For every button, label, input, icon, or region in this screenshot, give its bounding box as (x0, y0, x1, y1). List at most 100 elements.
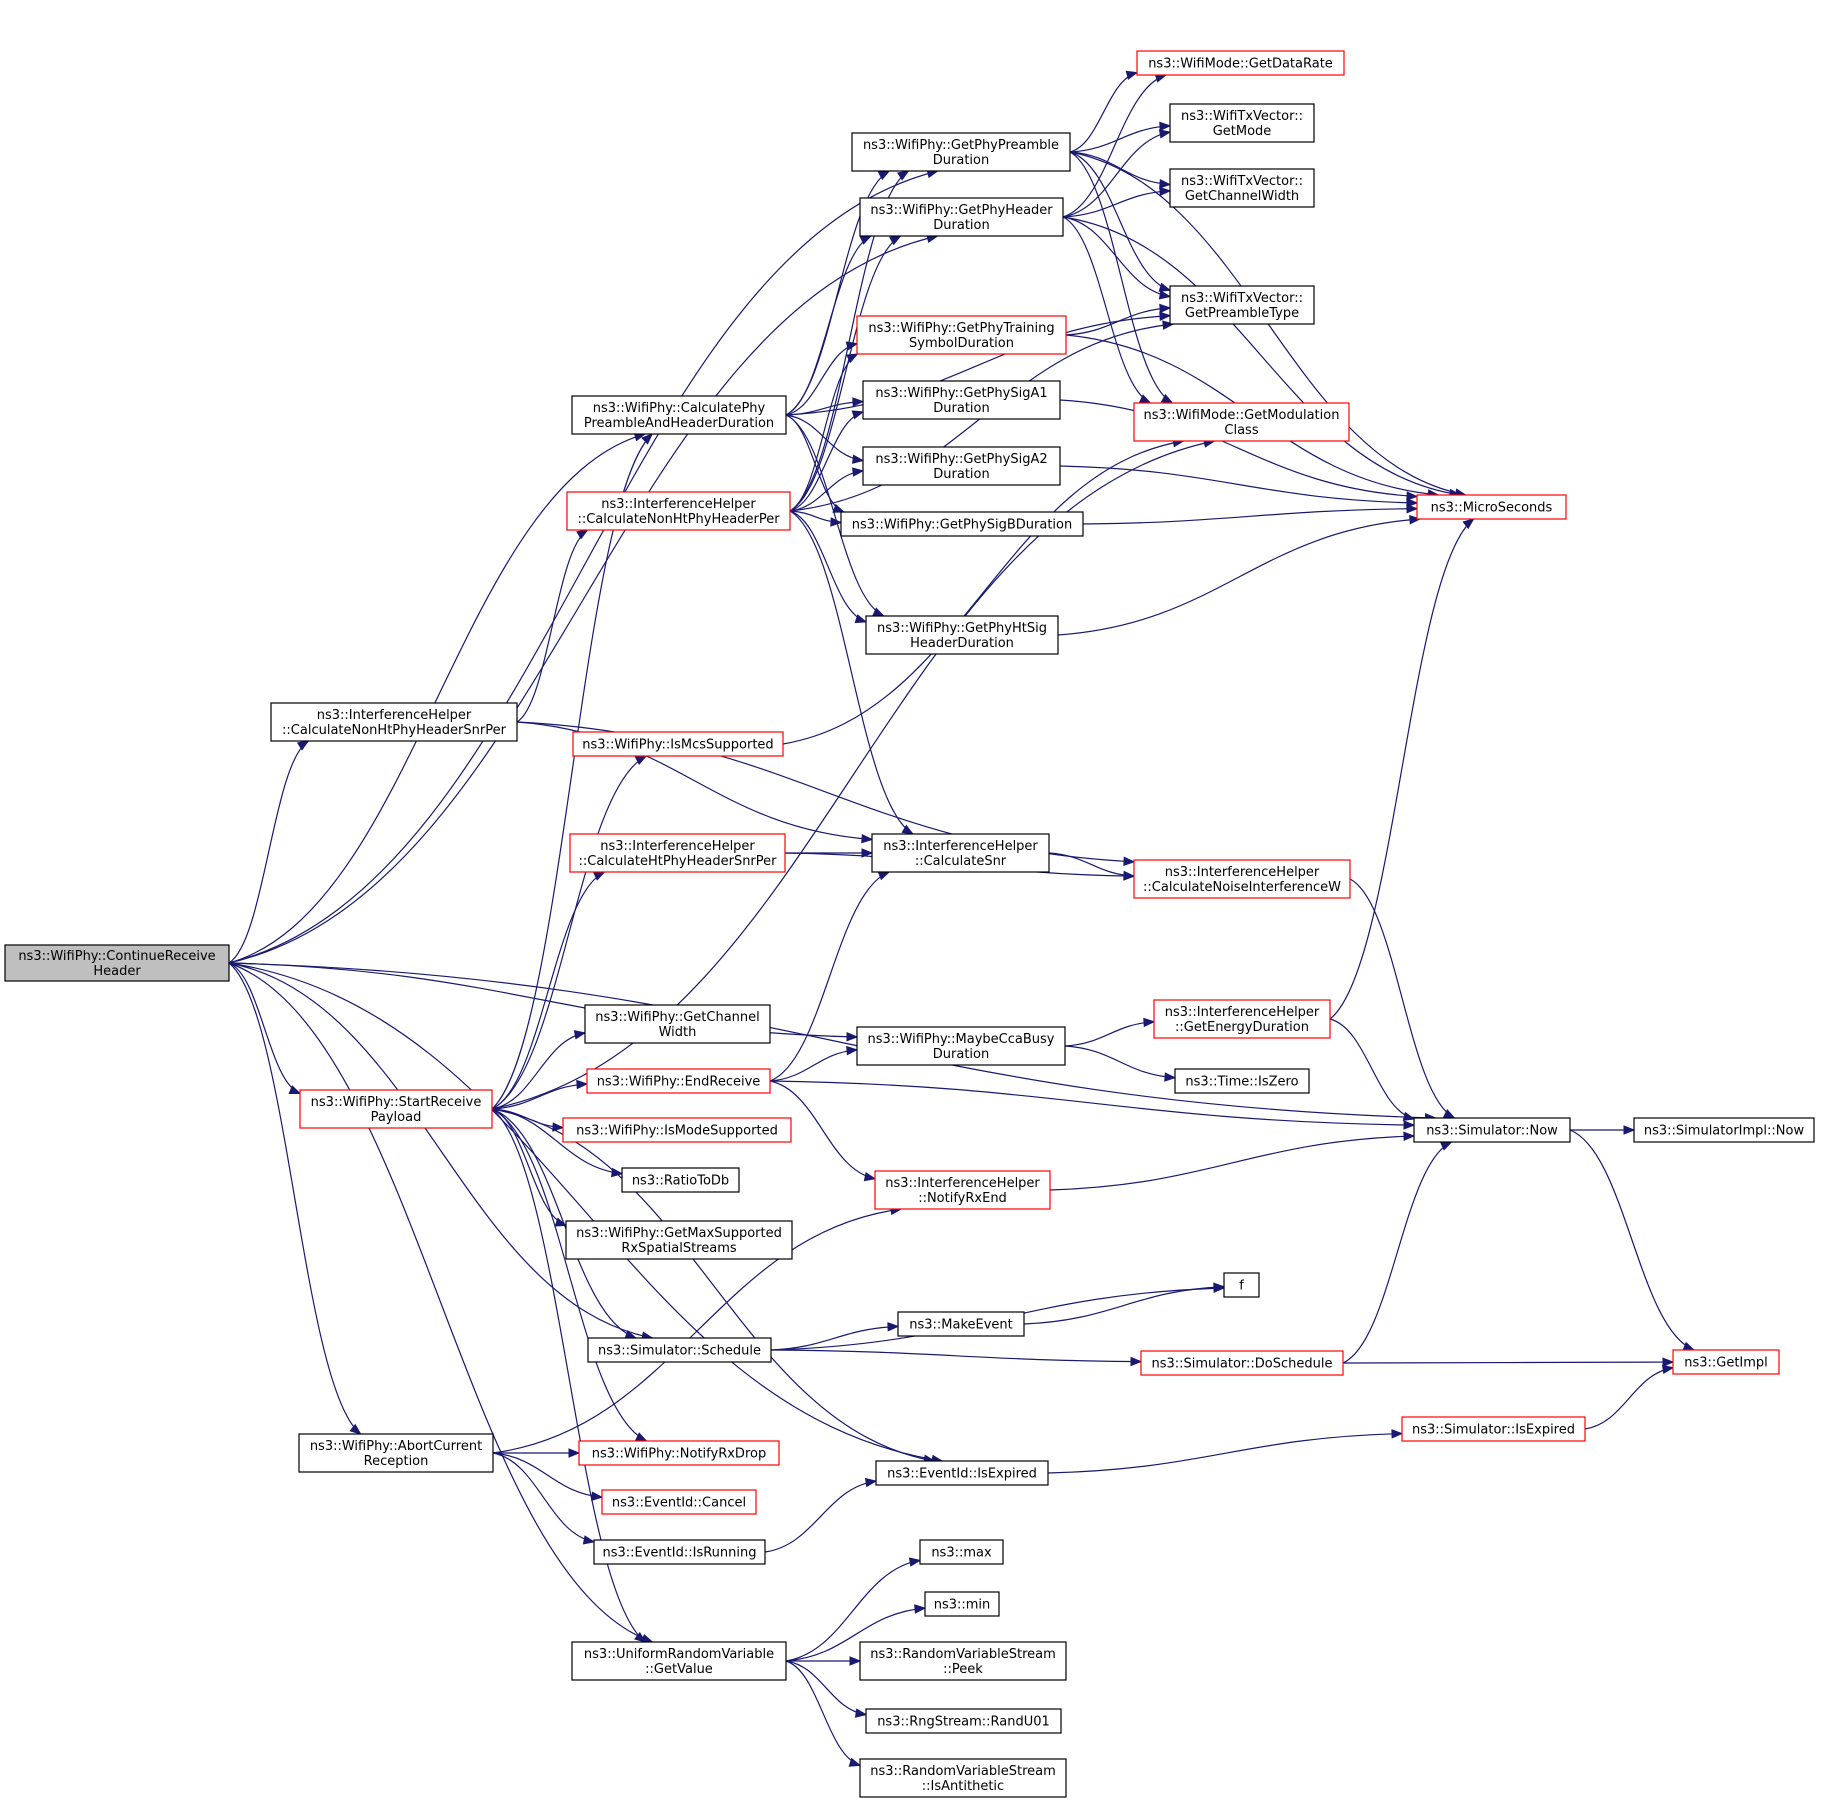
node-getcw[interactable]: ns3::WifiTxVector::GetChannelWidth (1169, 168, 1315, 208)
arrowhead (887, 1322, 900, 1332)
edge-gpreamble-to-getmode (1069, 125, 1171, 153)
arrowhead (914, 1604, 927, 1614)
node-evcancel[interactable]: ns3::EventId::Cancel (601, 1489, 757, 1515)
node-doschedule[interactable]: ns3::Simulator::DoSchedule (1140, 1350, 1344, 1376)
arrowhead (1402, 1111, 1416, 1121)
arrowhead (852, 397, 865, 407)
node-label: ns3::InterferenceHelper (885, 1176, 1040, 1191)
node-randu01[interactable]: ns3::RngStream::RandU01 (865, 1708, 1062, 1734)
node-evisexpired[interactable]: ns3::EventId::IsExpired (875, 1460, 1049, 1486)
node-box (566, 491, 791, 531)
node-cniw[interactable]: ns3::InterferenceHelper::CalculateNoiseI… (1133, 859, 1351, 899)
edges-layer (228, 70, 1696, 1767)
edge-endrx-to-csnr (769, 871, 890, 1082)
node-label: ns3::WifiTxVector:: (1181, 109, 1303, 124)
node-label: ns3::SimulatorImpl::Now (1644, 1124, 1805, 1139)
node-label: ns3::GetImpl (1684, 1356, 1768, 1371)
node-getmode[interactable]: ns3::WifiTxVector::GetMode (1169, 103, 1315, 143)
node-label: Class (1224, 423, 1258, 438)
node-notifyrxdrop[interactable]: ns3::WifiPhy::NotifyRxDrop (578, 1440, 780, 1466)
node-urvget[interactable]: ns3::UniformRandomVariable::GetValue (571, 1641, 787, 1681)
edge-cnhper-to-gheader (789, 235, 901, 512)
node-max[interactable]: ns3::max (919, 1539, 1004, 1565)
node-label: ns3::EventId::IsRunning (602, 1546, 756, 1561)
node-label: ns3::WifiPhy::IsModeSupported (576, 1124, 778, 1139)
node-ratiotodb[interactable]: ns3::RatioToDb (621, 1167, 740, 1193)
node-label: ::IsAntithetic (922, 1779, 1004, 1794)
node-box (571, 395, 787, 435)
node-ismodesup[interactable]: ns3::WifiPhy::IsModeSupported (562, 1117, 792, 1143)
node-makeevent[interactable]: ns3::MakeEvent (897, 1311, 1025, 1337)
node-cnhper[interactable]: ns3::InterferenceHelper::CalculateNonHtP… (566, 491, 791, 531)
arrowhead (1661, 1364, 1675, 1375)
node-getpt[interactable]: ns3::WifiTxVector::GetPreambleType (1169, 285, 1315, 325)
node-csnr[interactable]: ns3::InterferenceHelper::CalculateSnr (871, 833, 1050, 873)
node-cpah[interactable]: ns3::WifiPhy::CalculatePhyPreambleAndHea… (571, 395, 787, 435)
node-min[interactable]: ns3::min (924, 1591, 1000, 1617)
node-label: ns3::WifiPhy::AbortCurrent (310, 1439, 482, 1454)
node-ismcs[interactable]: ns3::WifiPhy::IsMcsSupported (572, 731, 784, 757)
node-label: ns3::InterferenceHelper (1165, 865, 1320, 880)
arrowhead (1159, 186, 1172, 197)
node-box (1174, 1068, 1310, 1094)
arrowhead (1406, 504, 1419, 514)
node-label: ns3::RatioToDb (632, 1174, 729, 1189)
edge-endrx-to-simnow (769, 1080, 1415, 1126)
arrowhead (1682, 1341, 1696, 1351)
edge-urvget-to-isanti (785, 1660, 861, 1766)
node-label: RxSpatialStreams (621, 1241, 737, 1256)
node-f[interactable]: f (1223, 1272, 1260, 1298)
edge-cpah-to-gheader (785, 235, 872, 416)
node-label: ns3::WifiMode::GetDataRate (1148, 57, 1333, 72)
node-box (856, 1026, 1066, 1066)
node-simimplnow[interactable]: ns3::SimulatorImpl::Now (1633, 1117, 1815, 1143)
edge-gpreamble-to-getmodcls (1069, 151, 1173, 404)
node-endrx[interactable]: ns3::WifiPhy::EndReceive (586, 1068, 771, 1094)
node-gdatarate[interactable]: ns3::WifiMode::GetDataRate (1136, 50, 1345, 76)
node-getchw[interactable]: ns3::WifiPhy::GetChannelWidth (584, 1004, 771, 1044)
node-label: ns3::InterferenceHelper (601, 497, 756, 512)
node-isanti[interactable]: ns3::RandomVariableStream::IsAntithetic (859, 1758, 1067, 1798)
node-micro[interactable]: ns3::MicroSeconds (1416, 494, 1567, 520)
arrowhead (1159, 303, 1172, 314)
edge-crh-to-cnhsnr (228, 740, 309, 964)
node-simisexpired[interactable]: ns3::Simulator::IsExpired (1401, 1416, 1586, 1442)
node-notifyrxend[interactable]: ns3::InterferenceHelper::NotifyRxEnd (874, 1170, 1051, 1210)
node-getimpl[interactable]: ns3::GetImpl (1672, 1349, 1780, 1375)
edge-urvget-to-max (785, 1559, 921, 1662)
nodes-layer: ns3::WifiPhy::ContinueReceiveHeaderns3::… (4, 50, 1815, 1798)
node-cnhsnr[interactable]: ns3::InterferenceHelper::CalculateNonHtP… (270, 702, 518, 742)
node-label: ns3::InterferenceHelper (1165, 1005, 1320, 1020)
node-chtsnr[interactable]: ns3::InterferenceHelper::CalculateHtPhyH… (569, 833, 786, 873)
edge-startrp-to-schedule (491, 1108, 637, 1339)
node-evisrunning[interactable]: ns3::EventId::IsRunning (593, 1539, 766, 1565)
node-label: ns3::RandomVariableStream (870, 1764, 1056, 1779)
node-iszero[interactable]: ns3::Time::IsZero (1174, 1068, 1310, 1094)
node-rvspeek[interactable]: ns3::RandomVariableStream::Peek (859, 1641, 1067, 1681)
node-box (586, 1068, 771, 1094)
node-gtraining[interactable]: ns3::WifiPhy::GetPhyTrainingSymbolDurati… (856, 315, 1067, 355)
node-box (859, 197, 1064, 237)
node-gsigb[interactable]: ns3::WifiPhy::GetPhySigBDuration (840, 511, 1084, 537)
edge-startrp-to-urvget (491, 1108, 646, 1643)
edge-cnhsnr-to-cnhper (516, 529, 588, 723)
node-getmaxss[interactable]: ns3::WifiPhy::GetMaxSupportedRxSpatialSt… (565, 1220, 793, 1260)
arrowhead (1162, 320, 1175, 330)
node-schedule[interactable]: ns3::Simulator::Schedule (587, 1337, 772, 1363)
node-label: ns3::WifiMode::GetModulation (1144, 408, 1340, 423)
node-label: ::CalculateSnr (915, 854, 1007, 869)
node-simnow[interactable]: ns3::Simulator::Now (1413, 1117, 1571, 1143)
node-getenergy[interactable]: ns3::InterferenceHelper::GetEnergyDurati… (1153, 999, 1331, 1039)
edge-gheader-to-gdatarate (1062, 74, 1167, 218)
node-box (1133, 859, 1351, 899)
